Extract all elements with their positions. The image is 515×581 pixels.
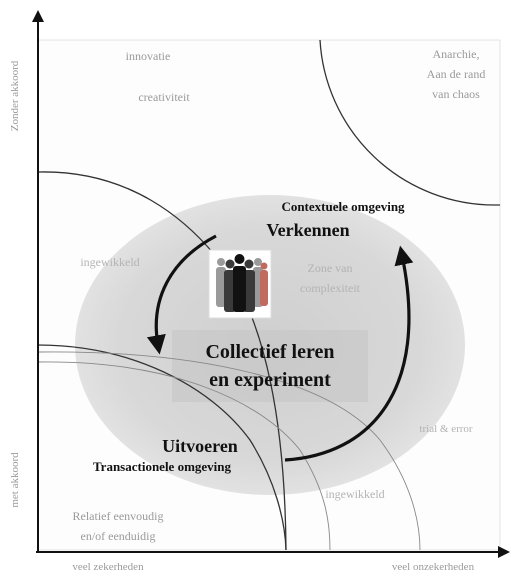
zone-anarchie-line1: Anarchie, bbox=[433, 47, 480, 61]
zone-innovatie-label: innovatie bbox=[126, 49, 171, 63]
faint-curve-2 bbox=[38, 361, 331, 550]
zone-anarchie-line3: van chaos bbox=[432, 87, 480, 101]
context-environment-label: Contextuele omgeving bbox=[281, 199, 405, 214]
faint-curve-1 bbox=[38, 351, 421, 550]
zone-van-line1: Zone van bbox=[308, 261, 353, 275]
execute-label: Uitvoeren bbox=[162, 436, 238, 456]
center-box bbox=[172, 330, 368, 402]
left-cycle-arrow bbox=[146, 234, 217, 355]
x-axis-left-label: veel zekerheden bbox=[72, 561, 144, 573]
zone-anarchie-line2: Aan de rand bbox=[427, 67, 486, 81]
zone-relatief-line2: en/of eenduidig bbox=[81, 529, 156, 543]
zone-van-line2: complexiteit bbox=[300, 281, 361, 295]
y-axis-arrow bbox=[32, 10, 44, 22]
zone-relatief-line1: Relatief eenvoudig bbox=[73, 509, 164, 523]
transactional-environment-label: Transactionele omgeving bbox=[93, 459, 232, 474]
y-axis-top-label: Zonder akkoord bbox=[9, 60, 21, 131]
explore-label: Verkennen bbox=[266, 220, 349, 240]
people-group-icon bbox=[208, 249, 272, 319]
right-cycle-arrow bbox=[284, 245, 414, 462]
zone-trial-error-label: trial & error bbox=[419, 423, 472, 435]
anarchy-boundary-curve bbox=[319, 40, 500, 206]
center-title-line2: en experiment bbox=[209, 369, 331, 391]
x-axis-arrow bbox=[498, 546, 510, 558]
center-title-line1: Collectief leren bbox=[205, 341, 334, 363]
zone-ingewikkeld-bottom-label: ingewikkeld bbox=[325, 487, 384, 501]
y-axis-bottom-label: met akkoord bbox=[9, 452, 21, 508]
zone-ingewikkeld-top-label: ingewikkeld bbox=[80, 255, 139, 269]
x-axis-right-label: veel onzekerheden bbox=[392, 561, 475, 573]
zone-creativiteit-label: creativiteit bbox=[138, 90, 190, 104]
